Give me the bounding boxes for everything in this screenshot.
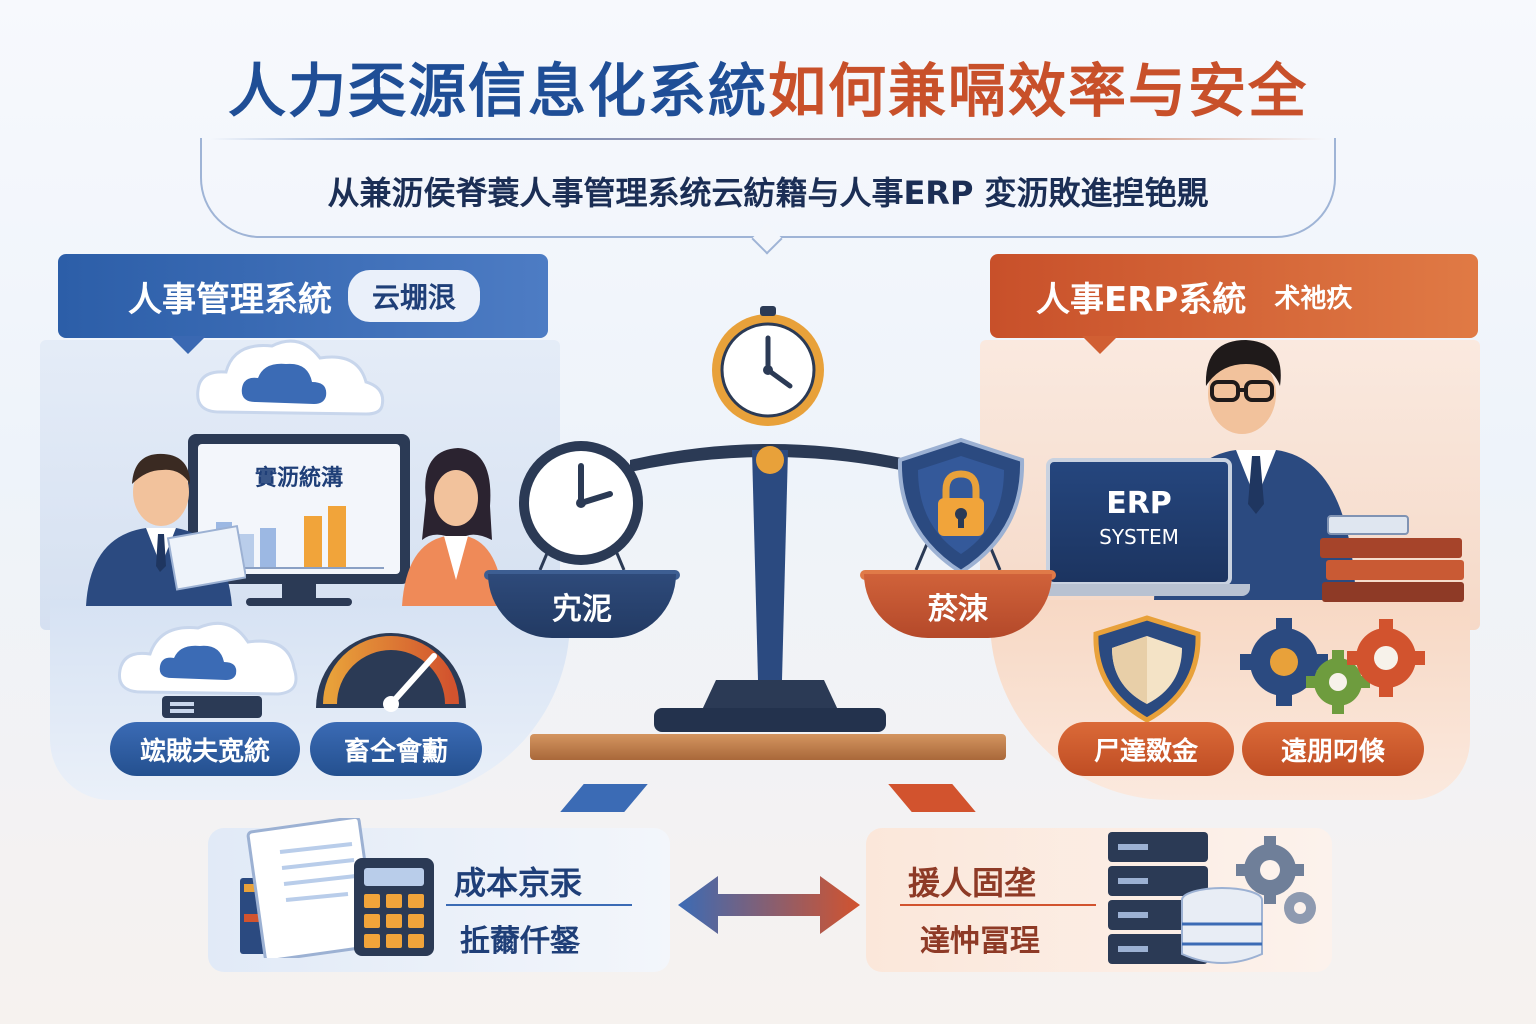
left-panel-header: 人事管理系統 云堋泿 [58,254,548,338]
right-connector-stripe [888,784,976,812]
books-stack-icon [1320,515,1464,602]
left-pan: 宄泥 [488,574,676,638]
monitor-base [246,598,352,606]
title-part-orange: 如何兼嗝效率与安全 [768,57,1309,125]
right-panel-title: 人事ERP系統 [1036,279,1247,320]
cloud-server-icon [117,621,298,718]
clock-icon [712,306,824,426]
bottom-left-line-2: 拞薾仟錖 [460,924,580,959]
right-header-pointer [1082,336,1118,354]
left-badge-1: 竤賊夫宽統 [110,722,300,776]
bottom-left-line-1: 成本京汞 [454,864,583,902]
title-part-blue: 人力奀源信息化系統 [227,57,768,125]
bottom-right-line-2: 達忡冨珵 [920,924,1040,959]
man-avatar-icon [86,453,246,606]
left-header-pointer [170,336,206,354]
bottom-left-divider [446,904,632,906]
title-divider [210,138,1326,140]
right-pan: 菸洓 [864,574,1052,638]
laptop-line-2: SYSTEM [1099,525,1179,549]
woman-avatar-icon [402,448,504,606]
gears-icon [1240,618,1425,714]
right-panel-header: 人事ERP系統 术祂疚 [990,254,1478,338]
monitor-title: 實沥統溝 [254,466,343,491]
documents-calculator-icon [240,818,434,958]
right-panel-tag: 术祂疚 [1274,283,1353,314]
right-badge-1: 尸達敪金 [1058,722,1234,776]
right-badge-2: 遠朋叼倏 [1242,722,1424,776]
left-panel-title: 人事管理系統 [128,279,332,320]
left-panel-pill: 云堋泿 [348,270,481,322]
shield-icon [1093,615,1201,723]
page-title: 人力奀源信息化系統如何兼嗝效率与安全 [0,44,1536,128]
left-badge-2: 畜仝會蘍 [310,722,482,776]
security-shield-lock-icon [897,437,1025,575]
wooden-base [530,734,1006,760]
laptop-base [1030,584,1250,596]
businessman-avatar-icon [1205,340,1281,434]
speedometer-icon [316,633,466,712]
efficiency-clock-icon [519,441,643,565]
cloud-icon [196,339,385,416]
laptop-line-1: ERP [1106,486,1172,521]
left-connector-stripe [560,784,648,812]
server-database-icon [1108,832,1316,964]
monitor-stand [282,584,316,600]
bottom-right-line-1: 援人固垄 [908,864,1037,902]
subtitle: 从兼沥侯脊蓑人事管理系统云紡籍与人事ERP 変沥敗進揑铯覞 [327,174,1209,212]
erp-laptop: ERP SYSTEM [1046,458,1232,586]
bottom-right-divider [900,904,1096,906]
double-arrow-icon [678,876,860,934]
